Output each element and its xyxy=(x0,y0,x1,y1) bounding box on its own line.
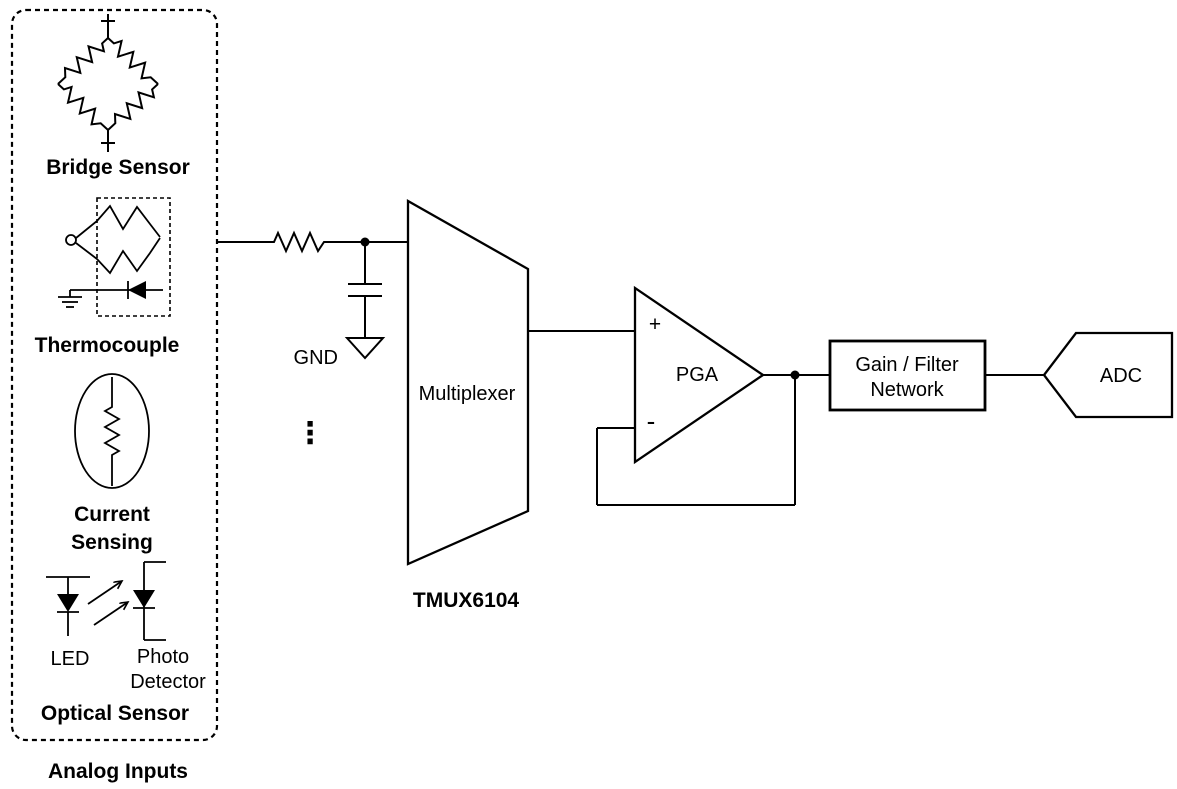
junction-dot-output xyxy=(790,370,800,380)
pga-block: + - PGA xyxy=(596,285,830,506)
gain-filter-label-line1: Gain / Filter xyxy=(855,354,959,376)
series-resistor xyxy=(268,230,330,254)
photo-detector-diode xyxy=(133,590,155,608)
pga-feedback-loop xyxy=(596,375,796,506)
current-sensing-icon xyxy=(74,373,150,489)
gain-filter-block: Gain / Filter Network xyxy=(828,339,987,412)
thermocouple-dashed-box xyxy=(96,197,171,317)
pga-triangle xyxy=(633,285,766,465)
pga-label: PGA xyxy=(676,364,719,386)
bridge-resistor-2 xyxy=(102,31,164,91)
thermocouple-icon xyxy=(58,197,171,317)
led-diode xyxy=(57,594,79,612)
pga-plus-input-label: + xyxy=(649,313,661,336)
more-channels-ellipsis: ⋮ xyxy=(295,416,325,451)
multiplexer-shape xyxy=(406,199,530,566)
bridge-sensor-icon xyxy=(52,14,164,152)
gain-filter-box xyxy=(828,339,987,412)
bridge-sensor-label: Bridge Sensor xyxy=(46,156,190,179)
adc-label: ADC xyxy=(1100,365,1142,387)
thermocouple-wire-top xyxy=(75,204,161,239)
thermocouple-terminal xyxy=(65,234,77,246)
photo-detector-label-line1: Photo xyxy=(137,646,189,668)
multiplexer-block: Multiplexer TMUX6104 xyxy=(406,199,530,612)
analog-inputs-panel: Bridge Sensor Thermocouple Current Sensi… xyxy=(10,8,219,742)
input-rc-network: GND ⋮ xyxy=(217,230,408,451)
multiplexer-label: Multiplexer xyxy=(419,383,516,405)
bridge-resistor-4 xyxy=(102,77,164,137)
pga-minus-input-label: - xyxy=(647,406,656,436)
current-sensing-label-line1: Current xyxy=(74,503,150,526)
gain-filter-label-line2: Network xyxy=(870,379,944,401)
multiplexer-part-number: TMUX6104 xyxy=(413,589,520,612)
current-sense-loop xyxy=(74,373,150,489)
thermocouple-label: Thermocouple xyxy=(35,334,180,357)
gnd-label: GND xyxy=(294,347,338,369)
thermocouple-diode xyxy=(128,281,146,299)
led-icon xyxy=(46,576,90,636)
photo-detector-icon xyxy=(133,561,166,641)
optical-sensor-icon xyxy=(46,561,166,641)
optical-sensor-label: Optical Sensor xyxy=(41,702,189,725)
current-sensing-label-line2: Sensing xyxy=(71,531,153,554)
analog-inputs-label: Analog Inputs xyxy=(48,760,188,783)
adc-block: ADC xyxy=(1042,331,1174,419)
current-sense-resistor xyxy=(103,403,121,459)
bridge-resistor-1 xyxy=(52,31,114,91)
light-arrow-2 xyxy=(93,602,128,626)
light-arrow-1 xyxy=(87,581,122,605)
bridge-resistor-3 xyxy=(52,77,114,137)
photo-detector-label-line2: Detector xyxy=(130,671,206,693)
gnd-symbol xyxy=(344,337,386,360)
adc-shape xyxy=(1042,331,1174,419)
led-label: LED xyxy=(51,648,90,670)
thermocouple-wire-bottom xyxy=(75,237,161,275)
analog-inputs-box xyxy=(10,8,219,742)
